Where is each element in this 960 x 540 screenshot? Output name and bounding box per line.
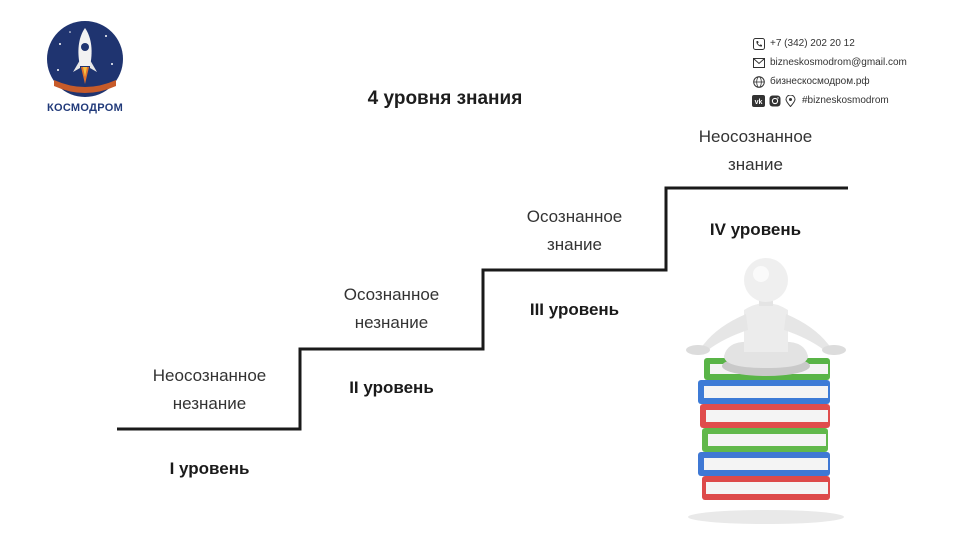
stage-1-label-line1: Неосознанное [152,366,267,385]
stage-2-label-line1: Осознанное [343,285,440,304]
social-handle-text[interactable]: #bizneskosmodrom [802,95,889,106]
company-logo: КОСМОДРОМ [40,14,130,124]
phone-icon [752,37,765,50]
stage-4-label-line2: знание [728,155,783,174]
website-text[interactable]: бизнескосмодром.рф [770,76,870,87]
mail-icon [752,57,765,69]
page-title: 4 уровня знания [367,88,523,109]
stage-4-label: Неосознанное знание [668,123,843,179]
stage-1-label-line2: незнание [172,394,247,413]
meditating-figure [686,258,846,376]
email-text[interactable]: bizneskosmodrom@gmail.com [770,57,907,68]
stage-1-level: I уровень [169,459,250,478]
logo-text: КОСМОДРОМ [46,102,124,114]
stage-3-level: III уровень [529,300,620,319]
stage-3-label: Осознанное знание [487,203,662,259]
contact-phone: +7 (342) 202 20 12 [752,34,952,53]
stage-3-label-line1: Осознанное [526,207,623,226]
stage-4-label-line1: Неосознанное [698,127,813,146]
location-pin-icon[interactable] [784,94,797,107]
instagram-icon[interactable] [768,95,781,107]
stage-2-level: II уровень [349,378,434,397]
stage-4-level: IV уровень [709,220,802,239]
rocket-logo-icon [47,21,123,97]
contact-social: vk #bizneskosmodrom [752,91,952,110]
contacts-block: +7 (342) 202 20 12 bizneskosmodrom@gmail… [752,34,952,110]
svg-text:vk: vk [755,98,763,105]
globe-icon [752,75,765,88]
stage-2-label: Осознанное незнание [304,281,479,337]
contact-email: bizneskosmodrom@gmail.com [752,53,952,72]
book-stack [698,358,830,500]
staircase-line [117,186,848,431]
vk-icon[interactable]: vk [752,94,765,107]
meditating-figure-on-books-icon [686,258,846,524]
contact-website: бизнескосмодром.рф [752,72,952,91]
stage-2-label-line2: незнание [354,313,429,332]
stage-1-label: Неосознанное незнание [122,362,297,418]
phone-text[interactable]: +7 (342) 202 20 12 [770,38,855,49]
stage-3-label-line2: знание [547,235,602,254]
